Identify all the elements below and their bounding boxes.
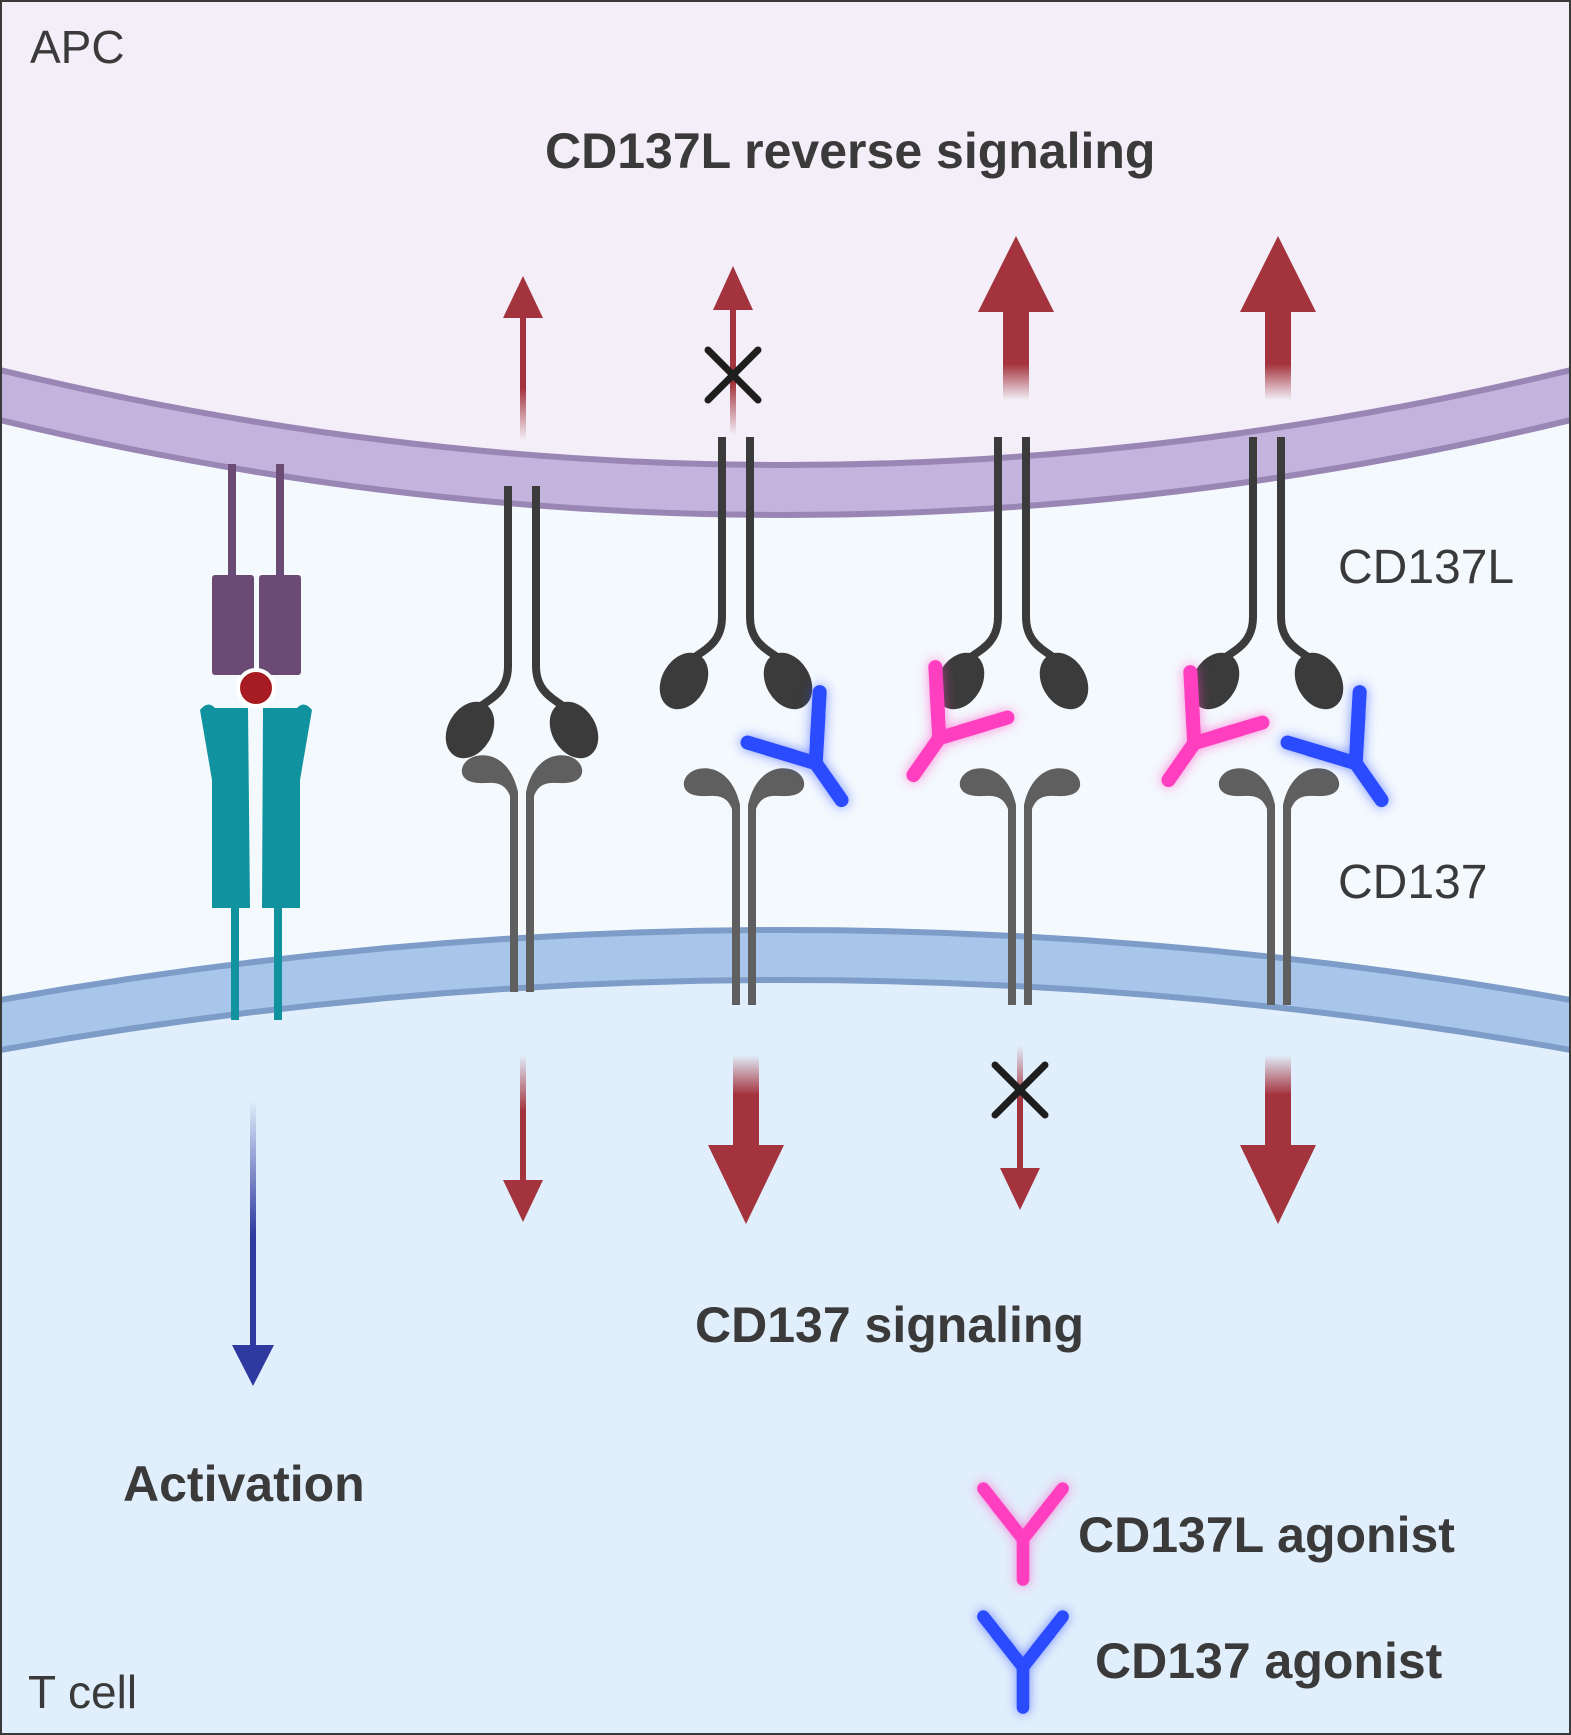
legend-cd137l-agonist: CD137L agonist bbox=[1078, 1507, 1455, 1563]
tcr bbox=[200, 704, 250, 908]
arrow-up-icon bbox=[978, 236, 1054, 400]
mhc bbox=[212, 575, 254, 675]
arrow-up-icon bbox=[503, 276, 543, 440]
blocked-x-icon bbox=[991, 1061, 1049, 1119]
arrow-down-icon bbox=[708, 1055, 784, 1224]
arrow-up-icon bbox=[713, 266, 753, 435]
cd137l-label: CD137L bbox=[1338, 541, 1515, 594]
tcell-membrane bbox=[0, 930, 1571, 1050]
legend-cd137-agonist: CD137 agonist bbox=[1095, 1633, 1443, 1689]
mhc-tcr-complex bbox=[200, 464, 312, 1020]
blocked-x-icon bbox=[704, 346, 762, 404]
apc-membrane bbox=[0, 370, 1571, 515]
cd137-label: CD137 bbox=[1338, 856, 1488, 909]
cd137-signaling-label: CD137 signaling bbox=[695, 1297, 1084, 1353]
apc-background bbox=[0, 0, 1571, 466]
reverse-signaling-label: CD137L reverse signaling bbox=[545, 123, 1156, 179]
activation-label: Activation bbox=[123, 1456, 365, 1512]
apc-label: APC bbox=[30, 21, 125, 73]
activation-arrow bbox=[232, 1100, 274, 1386]
arrow-down-icon bbox=[503, 1055, 543, 1222]
arrow-down-icon bbox=[1240, 1055, 1316, 1224]
tcell-label: T cell bbox=[28, 1666, 138, 1718]
arrow-up-icon bbox=[1240, 236, 1316, 400]
antigen bbox=[236, 668, 276, 708]
arrow-down-icon bbox=[1000, 1045, 1040, 1210]
